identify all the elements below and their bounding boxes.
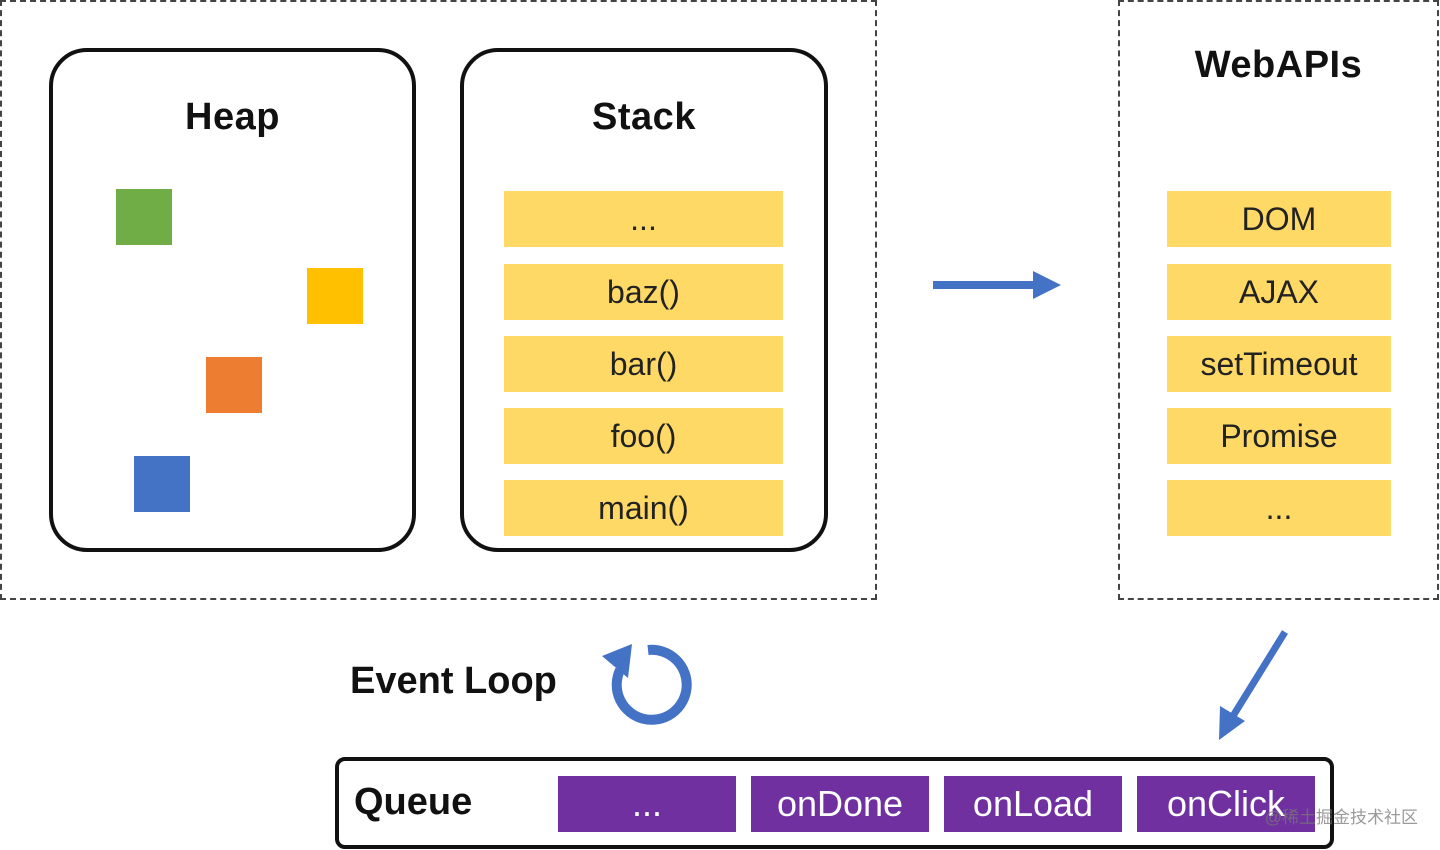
arrow-down-left-icon — [1219, 630, 1288, 740]
heap-object-orange — [206, 357, 262, 413]
webapi-item: ... — [1167, 480, 1391, 536]
arrow-right-icon — [933, 271, 1061, 299]
refresh-icon — [602, 644, 692, 725]
event-loop-label: Event Loop — [350, 660, 557, 702]
queue-item: onClick — [1137, 776, 1315, 832]
webapi-item: Promise — [1167, 408, 1391, 464]
heap-title: Heap — [185, 96, 280, 138]
webapis-region — [1118, 0, 1439, 600]
webapi-item: AJAX — [1167, 264, 1391, 320]
queue-item: onDone — [751, 776, 929, 832]
stack-frame: bar() — [504, 336, 783, 392]
watermark: @稀土掘金技术社区 — [1264, 808, 1418, 827]
heap-object-green — [116, 189, 172, 245]
webapi-item: setTimeout — [1167, 336, 1391, 392]
webapi-item: DOM — [1167, 191, 1391, 247]
heap-object-blue — [134, 456, 190, 512]
queue-item: ... — [558, 776, 736, 832]
queue-label: Queue — [354, 781, 473, 823]
queue-item: onLoad — [944, 776, 1122, 832]
heap-object-yellow — [307, 268, 363, 324]
stack-frame: foo() — [504, 408, 783, 464]
stack-frame: ... — [504, 191, 783, 247]
webapis-title: WebAPIs — [1194, 44, 1363, 86]
stack-frame: baz() — [504, 264, 783, 320]
stack-title: Stack — [592, 96, 696, 138]
runtime-region — [0, 0, 877, 600]
stack-frame: main() — [504, 480, 783, 536]
